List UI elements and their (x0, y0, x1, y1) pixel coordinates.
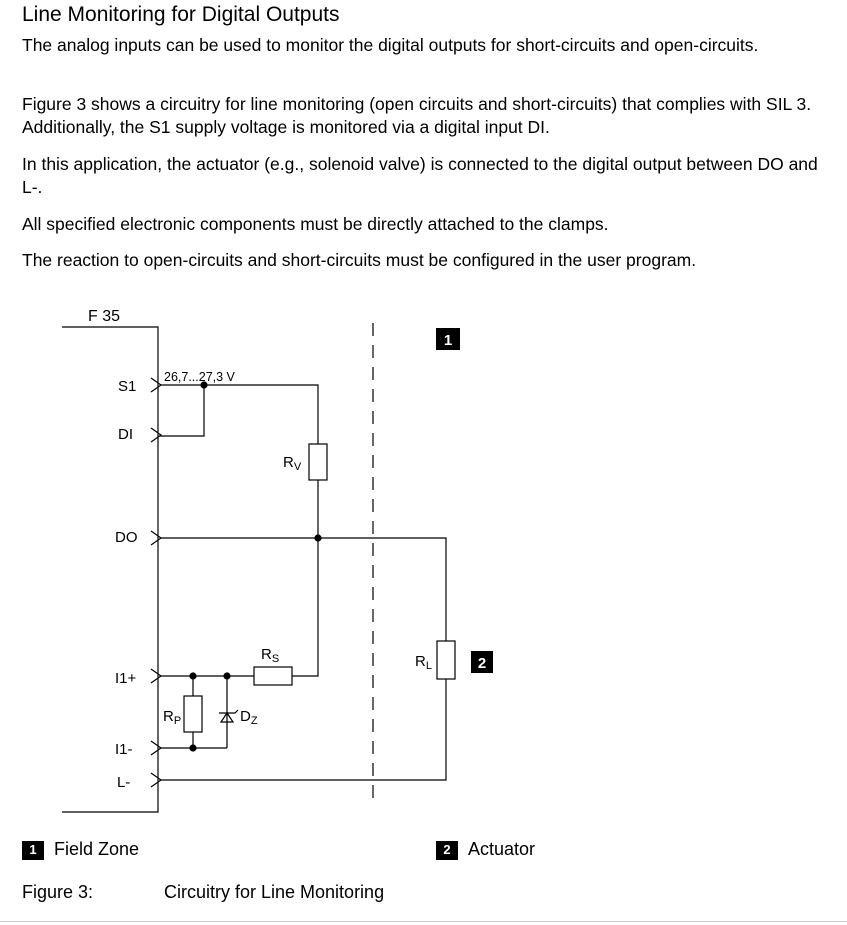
terminal-i1minus-label: I1- (115, 741, 133, 758)
paragraph-components: All specified electronic components must… (22, 214, 609, 234)
figure-caption-text: Circuitry for Line Monitoring (164, 882, 385, 902)
rp-resistor (183, 695, 203, 733)
legend-badge-1: 1 (22, 840, 44, 860)
zone-marker-2-number: 2 (478, 655, 486, 672)
terminal-clamp-symbols (150, 377, 163, 788)
junction-dots (189, 381, 322, 752)
paragraph-intro: The analog inputs can be used to monitor… (22, 35, 759, 55)
device-label: F 35 (88, 308, 120, 325)
rl-label: RL (415, 653, 432, 672)
rv-resistor (308, 443, 328, 481)
terminal-di-label: DI (118, 426, 133, 443)
legend-label-2: Actuator (468, 839, 536, 859)
s1-supply-wire (204, 384, 319, 444)
legend-actuator: 2 Actuator (436, 838, 535, 860)
terminal-s1-label: S1 (118, 378, 136, 395)
zone-marker-1-number: 1 (444, 332, 452, 349)
do-wire (160, 537, 447, 641)
legend-label-1: Field Zone (54, 839, 140, 859)
device-outline (62, 326, 159, 813)
page-divider (0, 921, 847, 922)
figure-caption-label: Figure 3: (22, 882, 94, 902)
lminus-wire (160, 679, 447, 781)
rl-resistor (436, 640, 456, 680)
dz-label: DZ (240, 708, 258, 727)
zone-marker-2 (471, 651, 493, 673)
rs-label: RS (261, 646, 279, 665)
dz-zener-diode (219, 711, 235, 723)
legend-field-zone: 1 Field Zone (22, 838, 139, 860)
rp-label: RP (163, 708, 181, 727)
voltage-label: 26,7...27,3 V (164, 370, 236, 384)
rs-upper-wire (292, 538, 319, 677)
section-heading: Line Monitoring for Digital Outputs (22, 3, 340, 26)
paragraph-figure-description: Figure 3 shows a circuitry for line moni… (22, 94, 812, 137)
s1-di-wire (160, 384, 205, 437)
terminal-i1plus-label: I1+ (115, 670, 137, 687)
legend-badge-2: 2 (436, 840, 458, 860)
paragraph-reaction: The reaction to open-circuits and short-… (22, 250, 697, 270)
rs-resistor (253, 666, 293, 686)
paragraph-actuator: In this application, the actuator (e.g.,… (22, 154, 818, 197)
terminal-lminus-label: L- (117, 774, 130, 791)
terminal-do-label: DO (115, 529, 138, 546)
zone-marker-1 (436, 328, 460, 350)
rv-label: RV (283, 454, 302, 473)
